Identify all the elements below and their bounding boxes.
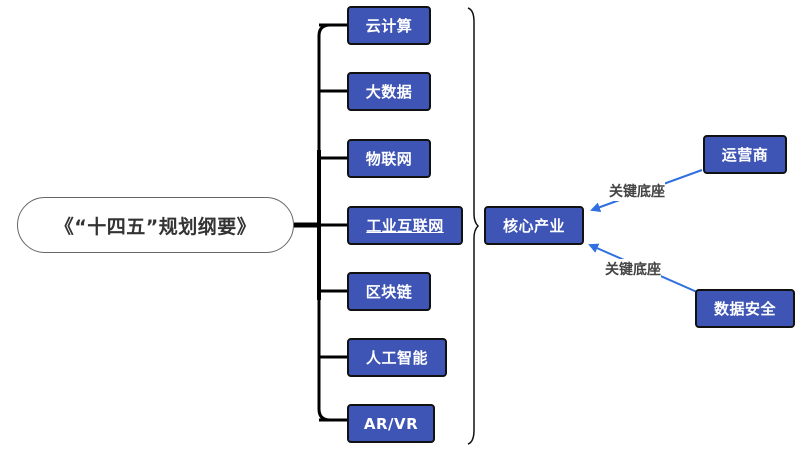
node-label: 数据安全 [713, 300, 776, 318]
branch-node-arvr[interactable]: AR/VR [347, 404, 435, 443]
root-label: 《“十四五”规划纲要》 [54, 215, 257, 238]
summary-label: 核心产业 [502, 217, 565, 235]
summary-node-core-industry[interactable]: 核心产业 [484, 206, 584, 245]
node-data-security[interactable]: 数据安全 [695, 289, 795, 328]
summary-brace [467, 7, 480, 445]
root-node[interactable]: 《“十四五”规划纲要》 [17, 197, 294, 253]
branch-label: 人工智能 [365, 349, 428, 367]
edge-label-data-security: 关键底座 [605, 259, 661, 279]
branch-label: 工业互联网 [366, 217, 444, 235]
branch-node-cloud[interactable]: 云计算 [347, 6, 431, 45]
node-label: 运营商 [721, 146, 769, 164]
branch-node-ai[interactable]: 人工智能 [347, 338, 447, 377]
branch-node-industrial-internet[interactable]: 工业互联网 [347, 206, 463, 245]
branch-node-blockchain[interactable]: 区块链 [347, 272, 431, 311]
branch-label: AR/VR [363, 414, 419, 433]
branch-label: 区块链 [365, 283, 413, 301]
branch-label: 大数据 [365, 83, 413, 101]
branch-node-bigdata[interactable]: 大数据 [347, 72, 431, 111]
edge-label-operator: 关键底座 [609, 181, 665, 201]
node-operator[interactable]: 运营商 [703, 135, 787, 174]
branch-node-iot[interactable]: 物联网 [347, 139, 431, 178]
branch-label: 云计算 [365, 17, 413, 35]
branch-label: 物联网 [365, 150, 413, 168]
